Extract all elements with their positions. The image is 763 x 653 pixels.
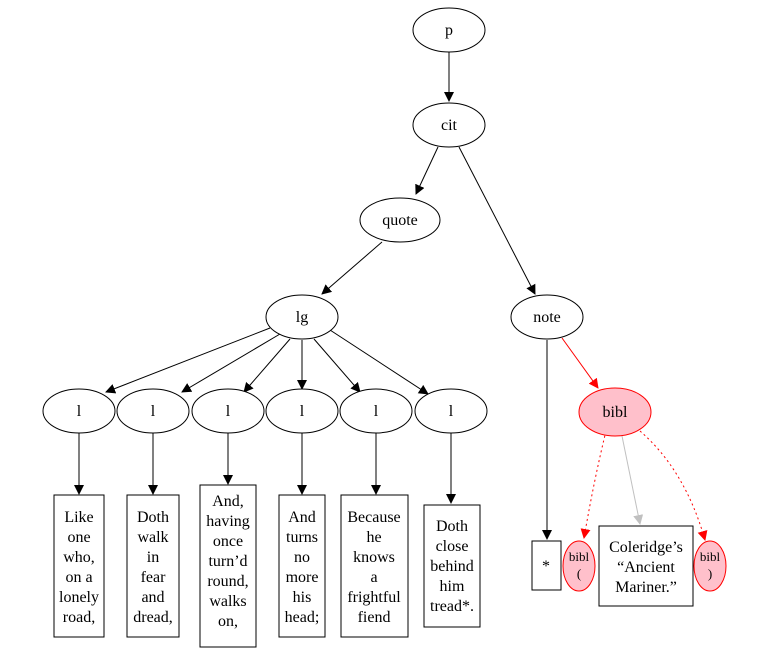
edge-lg-l1 <box>105 327 271 394</box>
text-line: on, <box>218 613 238 630</box>
node-l1: l <box>42 388 116 434</box>
node-label-line: bibl <box>569 549 590 564</box>
text-line: And, <box>212 493 244 510</box>
node-label: quote <box>382 212 418 229</box>
text-line: fiend <box>358 609 391 626</box>
text-line: turns <box>286 529 318 546</box>
text-line: turn’d <box>208 553 247 570</box>
text-box-star: * <box>531 540 562 591</box>
text-line: Because <box>347 509 400 526</box>
node-bibl: bibl <box>578 387 652 437</box>
edge-lg-l5 <box>313 338 361 393</box>
text-line: in <box>147 549 159 566</box>
edge-lg-l2 <box>181 333 281 393</box>
text-box-coleridge: Coleridge’s “Ancient Mariner.” <box>598 525 694 607</box>
text-box-4: And turns no more his head; <box>278 494 326 638</box>
edge-cit-note <box>458 146 536 295</box>
node-label: l <box>449 403 454 420</box>
node-label: cit <box>441 117 458 134</box>
text-line: close <box>436 538 469 555</box>
text-line: once <box>213 533 243 550</box>
edge-note-bibl <box>561 337 599 389</box>
node-label: p <box>445 22 453 39</box>
text-line: on a <box>65 569 92 586</box>
node-note: note <box>510 294 584 340</box>
node-bibl-close: bibl ) <box>693 540 727 592</box>
node-label: l <box>77 403 82 420</box>
text-line: round, <box>207 573 248 590</box>
text-line: walk <box>137 529 168 546</box>
text-line: who, <box>63 549 95 566</box>
text-line: behind <box>430 558 474 575</box>
node-l4: l <box>265 388 339 434</box>
node-quote: quote <box>359 197 441 243</box>
text-line: one <box>67 529 90 546</box>
text-box-5: Because he knows a frightful fiend <box>340 494 409 638</box>
text-line: he <box>366 529 381 546</box>
text-line: And <box>288 509 316 526</box>
text-line: head; <box>285 609 320 626</box>
node-label-line: ( <box>577 566 581 581</box>
node-l2: l <box>116 388 190 434</box>
node-lg: lg <box>265 294 339 340</box>
edge-cit-quote <box>415 146 439 195</box>
edge-bibl-open <box>580 430 607 539</box>
text-line: fear <box>141 569 167 586</box>
edges <box>74 52 708 541</box>
text-line: knows <box>353 549 395 566</box>
text-line: a <box>370 569 377 586</box>
node-bibl-open: bibl ( <box>562 540 596 592</box>
node-label-line: ) <box>708 566 712 581</box>
node-p: p <box>412 7 486 53</box>
text-line: more <box>286 569 319 586</box>
edge-bibl-close <box>639 430 708 541</box>
text-line: walks <box>209 593 246 610</box>
text-line: Like <box>64 509 93 526</box>
text-box-1: Like one who, on a lonely road, <box>53 494 105 638</box>
node-label: l <box>226 403 231 420</box>
text-box-3: And, having once turn’d round, walks on, <box>199 484 257 648</box>
text-line: him <box>440 578 465 595</box>
text-line: and <box>141 589 164 606</box>
node-label-line: bibl <box>700 549 721 564</box>
edge-bibl-coleridge <box>621 435 644 525</box>
node-label: note <box>533 309 561 326</box>
edge-quote-lg <box>321 241 383 295</box>
node-l3: l <box>191 388 265 434</box>
text-line: lonely <box>59 589 99 606</box>
text-line: Coleridge’s <box>609 539 683 556</box>
node-label: bibl <box>603 404 628 421</box>
node-label: l <box>374 403 379 420</box>
node-cit: cit <box>412 102 486 148</box>
node-l6: l <box>414 388 488 434</box>
text-line: no <box>294 549 310 566</box>
text-line: tread*. <box>430 598 474 615</box>
text-line: frightful <box>347 589 401 606</box>
text-line: Mariner.” <box>615 579 677 596</box>
text-line: Doth <box>436 518 468 535</box>
edge-lg-l6 <box>329 329 429 395</box>
text-box-2: Doth walk in fear and dread, <box>126 494 180 638</box>
text-line: road, <box>63 609 95 626</box>
node-label: l <box>300 403 305 420</box>
node-label: lg <box>296 309 308 326</box>
edge-lg-l3 <box>243 338 291 393</box>
node-l5: l <box>339 388 413 434</box>
text-line: having <box>206 513 250 530</box>
text-line: “Ancient <box>617 559 675 576</box>
text-line: his <box>293 589 312 606</box>
node-label: l <box>151 403 156 420</box>
text-line: * <box>542 558 550 575</box>
text-box-6: Doth close behind him tread*. <box>423 504 481 628</box>
text-line: dread, <box>133 609 173 626</box>
text-line: Doth <box>137 509 169 526</box>
